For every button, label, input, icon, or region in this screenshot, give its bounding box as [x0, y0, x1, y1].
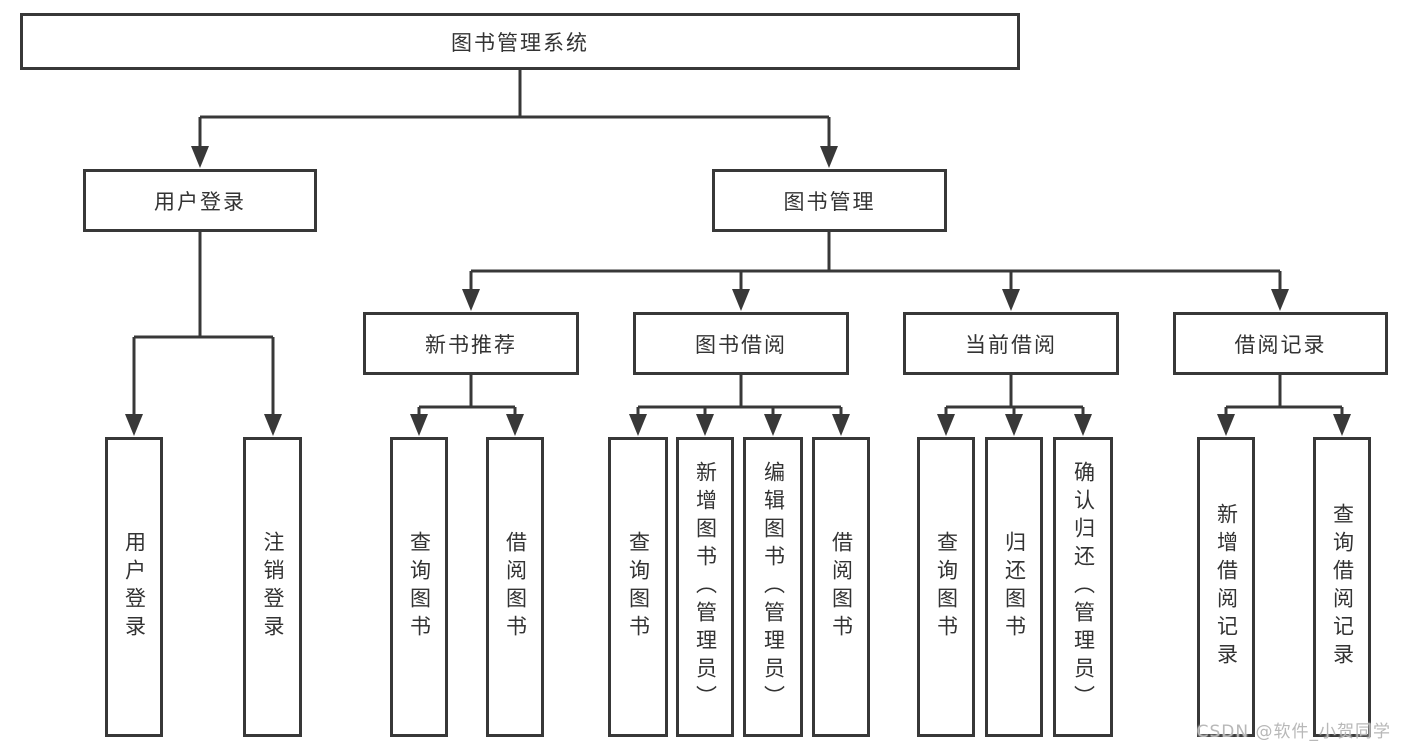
- leaf-nbr-query-books: 查询图书: [390, 437, 448, 737]
- node-current-borrow-label: 当前借阅: [965, 332, 1057, 357]
- leaf-user-login: 用户登录: [105, 437, 163, 737]
- connector-book-management-to-level3: [462, 232, 1289, 311]
- node-book-borrow-label: 图书借阅: [695, 332, 787, 357]
- connector-current-borrow-branch: [937, 375, 1092, 436]
- leaf-br-add-record: 新增借阅记录: [1197, 437, 1255, 737]
- leaf-bb-borrow-books: 借阅图书: [812, 437, 870, 737]
- connector-borrow-records-branch: [1217, 375, 1351, 436]
- leaf-nbr-borrow-books: 借阅图书: [486, 437, 544, 737]
- leaf-br-query-record-label: 查询借阅记录: [1330, 503, 1355, 671]
- node-current-borrow: 当前借阅: [903, 312, 1119, 375]
- leaf-cb-confirm-return-admin-label: 确认归还（管理员）: [1071, 461, 1096, 713]
- node-new-book-recommend-label: 新书推荐: [425, 332, 517, 357]
- leaf-nbr-query-books-label: 查询图书: [407, 531, 432, 643]
- node-book-management: 图书管理: [712, 169, 947, 232]
- leaf-cb-return-books: 归还图书: [985, 437, 1043, 737]
- leaf-cb-query-books: 查询图书: [917, 437, 975, 737]
- leaf-bb-add-books-admin-label: 新增图书（管理员）: [693, 461, 718, 713]
- node-book-borrow: 图书借阅: [633, 312, 849, 375]
- watermark: CSDN @软件_小贺同学: [1196, 722, 1391, 742]
- node-new-book-recommend: 新书推荐: [363, 312, 579, 375]
- connector-new-book-recommend-branch: [410, 375, 524, 436]
- leaf-cb-query-books-label: 查询图书: [934, 531, 959, 643]
- leaf-br-add-record-label: 新增借阅记录: [1214, 503, 1239, 671]
- leaf-bb-edit-books-admin-label: 编辑图书（管理员）: [761, 461, 786, 713]
- leaf-nbr-borrow-books-label: 借阅图书: [503, 531, 528, 643]
- leaf-br-query-record: 查询借阅记录: [1313, 437, 1371, 737]
- node-root: 图书管理系统: [20, 13, 1020, 70]
- leaf-logout-label: 注销登录: [261, 531, 285, 643]
- leaf-bb-add-books-admin: 新增图书（管理员）: [676, 437, 734, 737]
- leaf-bb-query-books: 查询图书: [608, 437, 668, 737]
- node-root-label: 图书管理系统: [451, 30, 589, 55]
- node-book-management-label: 图书管理: [783, 189, 876, 214]
- connector-root-to-level2: [191, 70, 838, 168]
- node-user-login: 用户登录: [83, 169, 317, 232]
- node-borrow-records-label: 借阅记录: [1234, 332, 1327, 357]
- leaf-cb-return-books-label: 归还图书: [1002, 531, 1027, 643]
- connector-user-login-branch: [125, 232, 282, 436]
- leaf-user-login-label: 用户登录: [122, 531, 147, 643]
- node-borrow-records: 借阅记录: [1173, 312, 1388, 375]
- leaf-logout: 注销登录: [243, 437, 302, 737]
- leaf-cb-confirm-return-admin: 确认归还（管理员）: [1053, 437, 1113, 737]
- leaf-bb-borrow-books-label: 借阅图书: [829, 531, 854, 643]
- leaf-bb-query-books-label: 查询图书: [626, 531, 651, 643]
- connector-book-borrow-branch: [629, 375, 850, 436]
- leaf-bb-edit-books-admin: 编辑图书（管理员）: [743, 437, 803, 737]
- node-user-login-label: 用户登录: [154, 189, 246, 214]
